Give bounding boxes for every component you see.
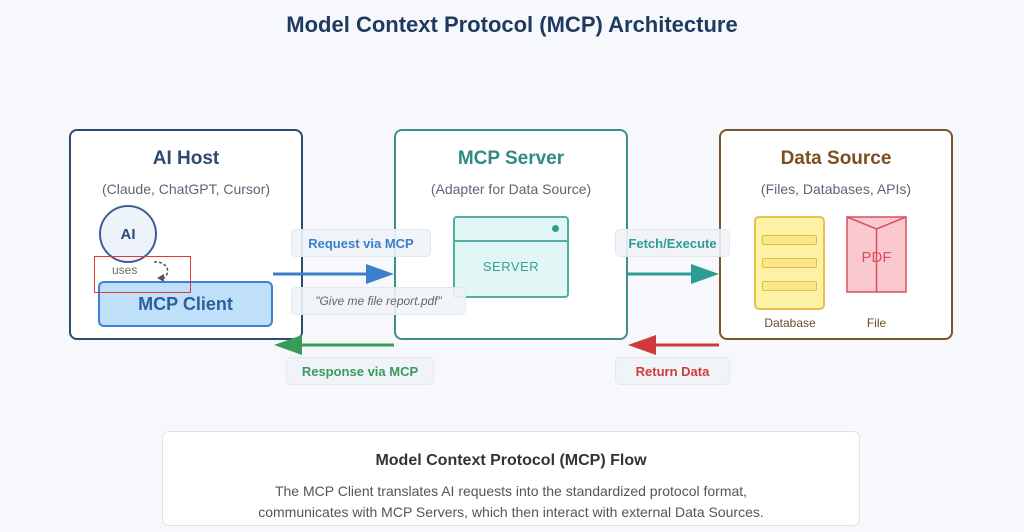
request-message-label: "Give me file report.pdf"	[291, 287, 466, 315]
pdf-text: PDF	[862, 249, 892, 266]
request-label: Request via MCP	[291, 229, 431, 257]
fetch-arrow-icon	[628, 264, 719, 284]
database-row	[762, 258, 817, 268]
ai-host-title: AI Host	[152, 148, 220, 169]
ai-node: AI	[99, 205, 157, 263]
database-row	[762, 281, 817, 291]
mcp-server-subtitle: (Adapter for Data Source)	[430, 181, 592, 197]
fetch-label: Fetch/Execute	[615, 229, 730, 257]
data-source-subtitle: (Files, Databases, APIs)	[760, 181, 912, 197]
database-row	[762, 235, 817, 245]
uses-curved-arrow-icon	[153, 261, 169, 282]
flow-description-text: The MCP Client translates AI requests in…	[163, 481, 859, 523]
highlight-rectangle	[94, 256, 191, 293]
return-arrow-icon	[628, 335, 719, 355]
database-label: Database	[764, 316, 816, 330]
server-icon-label: SERVER	[482, 259, 540, 274]
page-title: Model Context Protocol (MCP) Architectur…	[286, 12, 738, 37]
mcp-server-title: MCP Server	[457, 148, 565, 169]
file-label: File	[866, 316, 887, 330]
flow-description-card: Model Context Protocol (MCP) Flow The MC…	[162, 431, 860, 526]
pdf-file-icon: PDF	[846, 216, 907, 293]
flow-description-line: The MCP Client translates AI requests in…	[274, 483, 748, 499]
mcp-client-box: MCP Client	[98, 281, 273, 327]
return-label: Return Data	[615, 357, 730, 385]
flow-description-line: communicates with MCP Servers, which the…	[258, 504, 764, 520]
mcp-client-label: MCP Client	[138, 293, 233, 314]
flow-description-title: Model Context Protocol (MCP) Flow	[375, 452, 647, 469]
data-source-title: Data Source	[780, 148, 892, 169]
response-label: Response via MCP	[286, 357, 434, 385]
server-icon-divider	[455, 240, 567, 242]
ai-node-label: AI	[120, 225, 136, 243]
server-icon: SERVER	[453, 216, 569, 298]
server-status-dot-icon	[552, 225, 559, 232]
ai-host-subtitle: (Claude, ChatGPT, Cursor)	[101, 181, 271, 197]
uses-label: uses	[112, 263, 138, 277]
database-icon	[754, 216, 825, 310]
